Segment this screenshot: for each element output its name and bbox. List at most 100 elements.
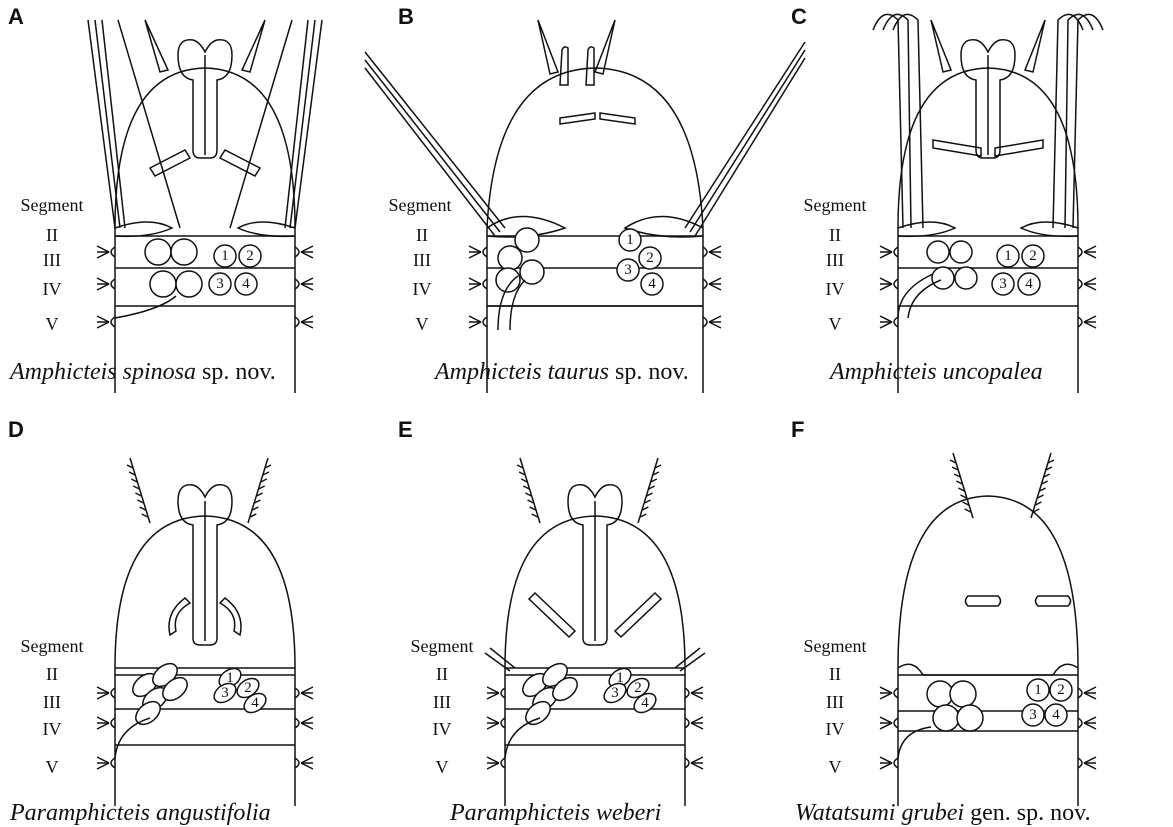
chaeta-line bbox=[469, 252, 481, 258]
notopodium-icon bbox=[1078, 246, 1096, 258]
chaeta-line bbox=[709, 252, 721, 258]
panel-label: D bbox=[8, 417, 24, 443]
segment-label: II bbox=[815, 665, 855, 683]
chaeta-line bbox=[487, 723, 499, 729]
species-caption: Amphicteis taurus sp. nov. bbox=[435, 360, 689, 384]
palea-circle bbox=[498, 246, 522, 270]
segment-label: IV bbox=[32, 720, 72, 738]
notopodium-icon bbox=[703, 246, 721, 258]
chaeta-line bbox=[880, 687, 892, 693]
segment-label: III bbox=[422, 693, 462, 711]
segment-label: III bbox=[32, 693, 72, 711]
palea-number: 3 bbox=[999, 276, 1007, 292]
chaeta-line bbox=[97, 278, 109, 284]
numbered-palea: 1 bbox=[214, 245, 236, 267]
notopodium-icon bbox=[97, 717, 115, 729]
chaeta-line bbox=[1084, 723, 1096, 729]
chaeta-line bbox=[301, 278, 313, 284]
segment-label: IV bbox=[815, 280, 855, 298]
paleal-lobe-right bbox=[1021, 222, 1078, 236]
chaeta-line bbox=[97, 316, 109, 322]
numbered-palea: 4 bbox=[235, 273, 257, 295]
palea-number: 4 bbox=[251, 695, 259, 711]
palea-number: 3 bbox=[624, 262, 632, 278]
nuchal-organ-left bbox=[966, 596, 1001, 606]
notopodium-icon bbox=[97, 278, 115, 290]
spine-icon bbox=[595, 20, 615, 74]
notopodium-icon bbox=[97, 687, 115, 699]
spine-icon bbox=[931, 20, 951, 72]
panel-label: B bbox=[398, 4, 414, 30]
palea-circle bbox=[927, 241, 949, 263]
palea-circle bbox=[955, 267, 977, 289]
panel-label: C bbox=[791, 4, 807, 30]
numbered-palea: 4 bbox=[641, 273, 663, 295]
chaeta-line bbox=[301, 693, 313, 699]
taxon-suffix: gen. sp. nov. bbox=[970, 800, 1090, 826]
chaeta-line bbox=[301, 284, 313, 290]
numbered-palea: 3 bbox=[992, 273, 1014, 295]
palea-number: 4 bbox=[641, 695, 649, 711]
numbered-palea: 2 bbox=[239, 245, 261, 267]
notopodium-icon bbox=[1078, 687, 1096, 699]
chaeta-line bbox=[709, 284, 721, 290]
palea-circle bbox=[950, 681, 976, 707]
palea-number: 2 bbox=[1057, 682, 1065, 698]
palea-number: 2 bbox=[246, 248, 254, 264]
chaeta-line bbox=[469, 278, 481, 284]
paleae-bundle bbox=[102, 20, 125, 228]
segment-label: V bbox=[32, 758, 72, 776]
chaeta-line bbox=[485, 653, 510, 671]
segment-heading: Segment bbox=[785, 196, 885, 214]
nuchal-organ-right bbox=[600, 113, 635, 124]
segment-label: III bbox=[815, 251, 855, 269]
chaeta-line bbox=[1084, 252, 1096, 258]
chaeta-line bbox=[469, 322, 481, 328]
genus-name: Amphicteis bbox=[830, 359, 937, 385]
paleal-lobe-left bbox=[898, 222, 955, 236]
numbered-palea: 1 bbox=[1027, 679, 1049, 701]
chaeta-line bbox=[301, 687, 313, 693]
chaeta-line bbox=[691, 757, 703, 763]
numbered-palea: 3 bbox=[617, 259, 639, 281]
segment-heading: Segment bbox=[785, 637, 885, 655]
chaeta-line bbox=[1084, 316, 1096, 322]
notopodium-icon bbox=[1078, 278, 1096, 290]
species-name: spinosa bbox=[123, 359, 196, 385]
notopodium-icon bbox=[295, 687, 313, 699]
chaeta-line bbox=[97, 757, 109, 763]
panel-label: E bbox=[398, 417, 413, 443]
chaeta-line bbox=[880, 723, 892, 729]
chaeta-line bbox=[301, 763, 313, 769]
palea-number: 1 bbox=[1034, 682, 1042, 698]
species-name: uncopalea bbox=[943, 359, 1043, 385]
notopodium-icon bbox=[880, 757, 898, 769]
chaeta-line bbox=[97, 693, 109, 699]
genus-name: Paramphicteis bbox=[450, 800, 590, 826]
segment-label: III bbox=[402, 251, 442, 269]
chaeta-line bbox=[1084, 687, 1096, 693]
ventral-hook bbox=[115, 296, 176, 318]
panel-c: 1234CSegmentIIIIIIVVAmphicteis uncopalea bbox=[783, 0, 1173, 413]
segment-label: II bbox=[422, 665, 462, 683]
chaeta-line bbox=[301, 252, 313, 258]
panel-label: A bbox=[8, 4, 24, 30]
chaeta-line bbox=[487, 757, 499, 763]
chaeta-line bbox=[880, 757, 892, 763]
palea-circle bbox=[176, 271, 202, 297]
notopodium-icon bbox=[487, 717, 505, 729]
chaeta-line bbox=[880, 252, 892, 258]
chaeta-line bbox=[301, 757, 313, 763]
segment-label: V bbox=[422, 758, 462, 776]
nuchal-organ-right bbox=[1036, 596, 1071, 606]
segment-heading: Segment bbox=[2, 196, 102, 214]
chaeta-line bbox=[880, 316, 892, 322]
notopodium-icon bbox=[469, 278, 487, 290]
segment-label: III bbox=[32, 251, 72, 269]
numbered-palea: 3 bbox=[1022, 704, 1044, 726]
chaeta-line bbox=[97, 284, 109, 290]
palea-circle bbox=[950, 241, 972, 263]
chaeta-line bbox=[691, 723, 703, 729]
segment-label: II bbox=[402, 226, 442, 244]
notopodium-icon bbox=[295, 316, 313, 328]
